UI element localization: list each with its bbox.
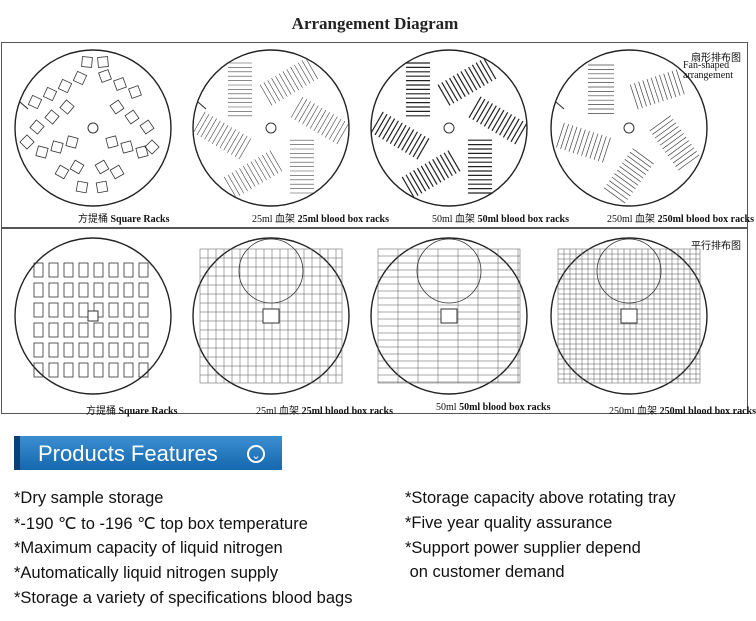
square-racks-parallel-diagram — [14, 237, 172, 395]
fan-label-en: Fan-shaped arrangement — [683, 60, 733, 81]
fan-arrangement-panel: 扇形排布图 Fan-shaped arrangement 方提桶 Square … — [1, 42, 754, 228]
caption-50ml-row1: 50ml 血架 50ml blood box racks — [432, 214, 569, 225]
fan-label-cn: 扇形排布图 — [691, 53, 741, 64]
caption-square-racks-row2: 方提桶 Square Racks — [86, 406, 178, 417]
features-banner — [14, 436, 282, 470]
caption-250ml-row2: 250ml 血架 250ml blood box racks — [609, 406, 756, 417]
parallel-label-cn: 平行排布图 — [691, 241, 741, 252]
250ml-fan-diagram — [550, 49, 708, 207]
chevron-down-circle-icon: ⌄ — [247, 445, 265, 463]
25ml-fan-diagram — [192, 49, 350, 207]
feature-left-4: *Automatically liquid nitrogen supply — [14, 564, 279, 582]
caption-50ml-row2: 50ml 50ml blood box racks — [436, 402, 551, 413]
50ml-fan-diagram — [370, 49, 528, 207]
feature-right-3: *Support power supplier depend — [405, 539, 641, 557]
features-heading: Products Features — [38, 441, 218, 466]
50ml-parallel-diagram — [370, 237, 528, 395]
parallel-arrangement-panel: 平行排布图 方提桶 Square Racks 25ml 血架 25ml bloo… — [1, 228, 756, 417]
caption-250ml-row1: 250ml 血架 250ml blood box racks — [607, 214, 754, 225]
page-title: Arrangement Diagram — [291, 14, 459, 33]
caption-square-racks-row1: 方提桶 Square Racks — [78, 214, 170, 225]
feature-right-2: *Five year quality assurance — [405, 514, 613, 532]
feature-right-1: *Storage capacity above rotating tray — [405, 489, 676, 507]
feature-left-5: *Storage a variety of specifications blo… — [14, 589, 353, 607]
25ml-parallel-diagram — [192, 237, 350, 395]
caption-25ml-row1: 25ml 血架 25ml blood box racks — [252, 214, 389, 225]
feature-left-2: *-190 ℃ to -196 ℃ top box temperature — [14, 515, 308, 533]
feature-left-1: *Dry sample storage — [14, 489, 164, 507]
250ml-parallel-diagram — [550, 237, 708, 395]
caption-25ml-row2: 25ml 血架 25ml blood box racks — [256, 406, 393, 417]
square-racks-fan-diagram — [14, 49, 172, 207]
feature-right-3-continued: on customer demand — [405, 563, 565, 581]
feature-left-3: *Maximum capacity of liquid nitrogen — [14, 539, 283, 557]
features-banner-accent — [14, 436, 20, 470]
